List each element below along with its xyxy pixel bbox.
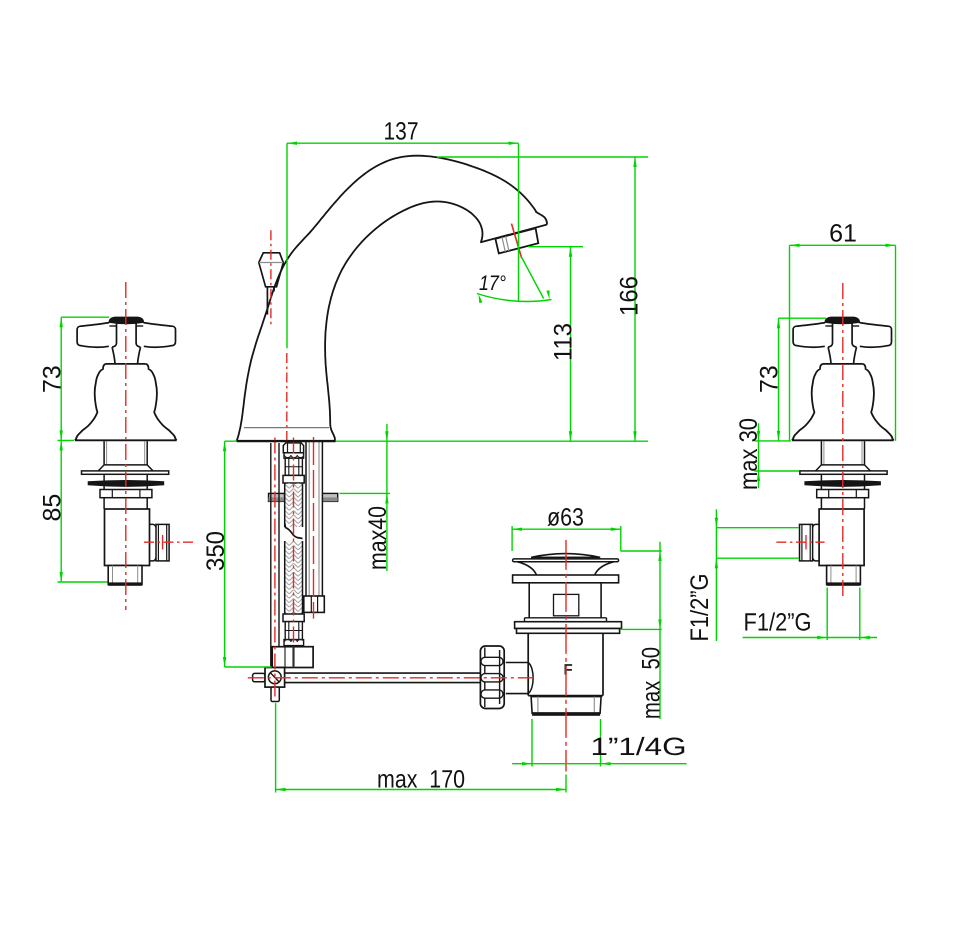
svg-text:113: 113 (550, 323, 578, 361)
svg-text:F1/2”G: F1/2”G (686, 574, 714, 642)
svg-text:F1/2”G: F1/2”G (743, 609, 811, 637)
svg-text:max 50: max 50 (638, 647, 666, 719)
svg-text:max 170: max 170 (377, 766, 465, 794)
svg-text:17°: 17° (479, 272, 506, 295)
svg-text:85: 85 (39, 494, 67, 522)
svg-text:F: F (563, 662, 572, 679)
svg-text:73: 73 (756, 365, 784, 393)
svg-text:max40: max40 (364, 506, 392, 570)
svg-text:max 30: max 30 (735, 418, 763, 490)
svg-text:137: 137 (383, 117, 418, 145)
svg-text:166: 166 (616, 276, 644, 316)
svg-text:1”1/4G: 1”1/4G (590, 733, 686, 761)
svg-text:61: 61 (829, 219, 857, 247)
svg-text:350: 350 (202, 531, 230, 571)
svg-text:ø63: ø63 (547, 503, 584, 531)
svg-text:73: 73 (39, 365, 67, 393)
